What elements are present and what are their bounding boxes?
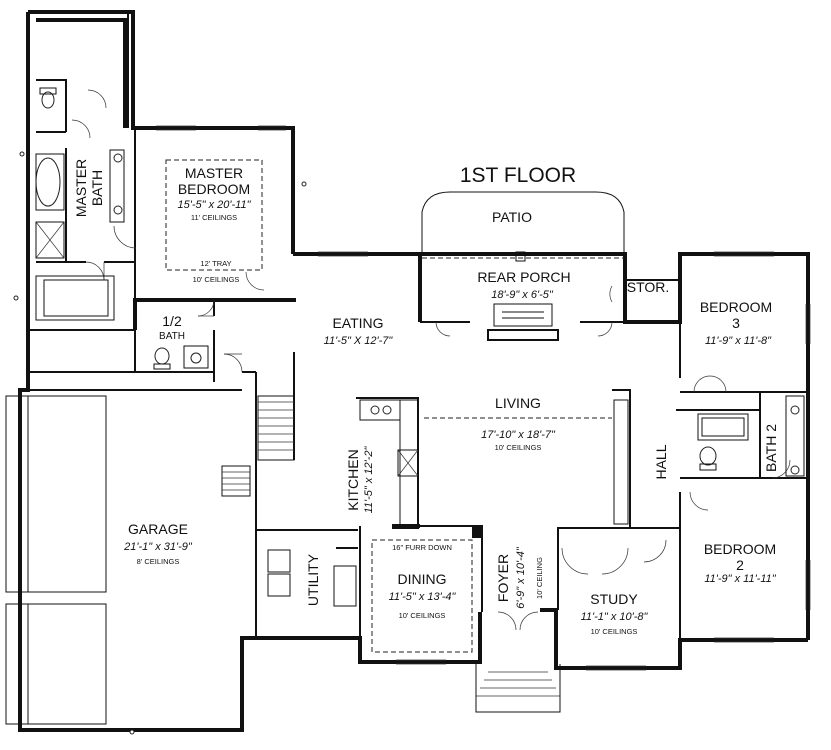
master-bath-label: MASTER BATH	[73, 159, 105, 217]
bedroom3-dims: 11'-9" x 11'-8"	[705, 335, 772, 347]
floor-title: 1ST FLOOR	[460, 164, 576, 187]
garage-ceiling: 8' CEILINGS	[137, 557, 180, 566]
utility-name: UTILITY	[305, 553, 321, 606]
bedroom2-name-1: BEDROOM	[704, 541, 776, 557]
foyer-name: FOYER	[495, 554, 511, 602]
windows	[13, 125, 811, 735]
patio-outline	[421, 191, 625, 262]
dining-name: DINING	[398, 571, 447, 587]
garage-doors	[5, 395, 107, 725]
bedroom2-dims: 11'-9" x 11'-11"	[704, 573, 776, 585]
master-bedroom-name-2: BEDROOM	[178, 181, 250, 197]
hall-name: HALL	[653, 444, 669, 479]
eating-label: EATING 11'-5" X 12'-7"	[324, 315, 394, 347]
interior-walls	[28, 12, 808, 653]
master-bedroom-dims: 15'-5" x 20'-11"	[178, 199, 252, 211]
study-name: STUDY	[590, 591, 638, 607]
kitchen-dims: 11'-5" x 12'-2"	[363, 445, 375, 513]
study-label: STUDY 11'-1" x 10'-8" 10' CEILINGS	[581, 591, 649, 636]
bedroom2-label: BEDROOM 2 11'-9" x 11'-11"	[704, 541, 777, 585]
living-dims: 17'-10" x 18'-7"	[481, 429, 556, 441]
dining-dims: 11'-5" x 13'-4"	[389, 591, 457, 603]
eating-name: EATING	[332, 315, 383, 331]
master-bedroom-label: MASTER BEDROOM 15'-5" x 20'-11" 11' CEIL…	[178, 165, 252, 284]
master-bedroom-ceiling: 11' CEILINGS	[191, 213, 237, 222]
master-bedroom-tray-ceiling: 10' CEILINGS	[193, 275, 240, 284]
garage-name: GARAGE	[128, 521, 188, 537]
garage-label: GARAGE 21'-1" x 31'-9" 8' CEILINGS	[123, 521, 193, 566]
rear-porch-label: REAR PORCH 18'-9" x 6'-5"	[477, 269, 570, 301]
doors	[71, 89, 791, 631]
bedroom3-name-1: BEDROOM	[700, 299, 772, 315]
master-bath-name-2: BATH	[89, 170, 105, 206]
bath2-name: BATH 2	[763, 424, 779, 472]
rear-porch-name: REAR PORCH	[477, 269, 570, 285]
dining-label: 16" FURR DOWN DINING 11'-5" x 13'-4" 10'…	[389, 543, 457, 620]
study-ceiling: 10' CEILINGS	[591, 627, 638, 636]
foyer-dims: 6'-9" x 10'-4"	[515, 546, 527, 609]
storage-name: STOR.	[627, 279, 670, 295]
stairs	[221, 395, 561, 713]
half-bath-label: 1/2 BATH	[159, 313, 185, 342]
garage-dims: 21'-1" x 31'-9"	[123, 541, 193, 553]
master-bedroom-tray: 12' TRAY	[200, 259, 231, 268]
kitchen-label: KITCHEN 11'-5" x 12'-2"	[345, 445, 375, 513]
living-label: LIVING 17'-10" x 18'-7" 10' CEILINGS	[481, 395, 556, 452]
master-bedroom-name-1: MASTER	[185, 165, 243, 181]
kitchen-name: KITCHEN	[345, 449, 361, 510]
master-bath-name-1: MASTER	[73, 159, 89, 217]
living-name: LIVING	[495, 395, 541, 411]
dining-ceiling: 10' CEILINGS	[399, 611, 446, 620]
study-dims: 11'-1" x 10'-8"	[581, 611, 649, 623]
bedroom2-name-2: 2	[736, 557, 744, 573]
rear-porch-dims: 18'-9" x 6'-5"	[491, 289, 554, 301]
bedroom3-name-2: 3	[732, 315, 740, 331]
half-bath-name-1: 1/2	[162, 313, 182, 329]
patio-name: PATIO	[492, 209, 532, 225]
dining-furr: 16" FURR DOWN	[392, 543, 452, 552]
half-bath-name-2: BATH	[159, 331, 185, 342]
eating-dims: 11'-5" X 12'-7"	[324, 335, 394, 347]
living-ceiling: 10' CEILINGS	[495, 443, 542, 452]
foyer-label: FOYER 6'-9" x 10'-4" 10' CEILING	[495, 546, 544, 609]
foyer-ceiling: 10' CEILING	[535, 557, 544, 599]
fixtures	[35, 87, 805, 607]
bedroom3-label: BEDROOM 3 11'-9" x 11'-8"	[700, 299, 772, 347]
